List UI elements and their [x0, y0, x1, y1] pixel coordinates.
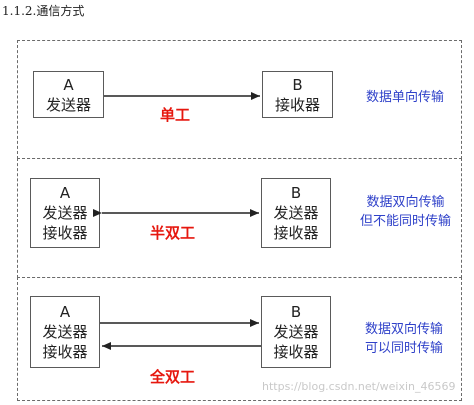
device-b-label: B [290, 184, 302, 202]
device-a-label: A [59, 184, 71, 202]
device-a-label: A [63, 75, 74, 94]
half-duplex-device-a: A 发送器 接收器 [30, 178, 100, 248]
simplex-device-a: A 发送器 [33, 71, 104, 118]
section-heading: 1.1.2.通信方式 [2, 4, 85, 18]
half-duplex-description: 数据双向传输 但不能同时传输 [360, 195, 452, 229]
receiver-label: 接收器 [42, 343, 88, 361]
device-a-label: A [59, 303, 71, 321]
simplex-device-b: B 接收器 [262, 71, 333, 118]
full-duplex-description: 数据双向传输 可以同时传输 [365, 322, 444, 356]
half-duplex-mode-label: 半双工 [150, 224, 196, 242]
simplex-description: 数据单向传输 [366, 90, 445, 105]
half-duplex-device-b: B 发送器 接收器 [261, 178, 331, 248]
receiver-label: 接收器 [273, 224, 319, 242]
full-duplex-device-a: A 发送器 接收器 [30, 296, 100, 368]
simplex-mode-label: 单工 [160, 106, 191, 124]
full-duplex-device-b: B 发送器 接收器 [261, 296, 331, 368]
receiver-label: 接收器 [274, 95, 320, 114]
sender-label: 发送器 [273, 204, 319, 222]
sender-label: 发送器 [42, 323, 88, 341]
device-b-label: B [292, 75, 303, 94]
sender-label: 发送器 [45, 95, 91, 114]
receiver-label: 接收器 [42, 224, 88, 242]
device-b-label: B [290, 303, 302, 321]
watermark: https://blog.csdn.net/weixin_46569 [262, 380, 456, 393]
sender-label: 发送器 [42, 204, 88, 222]
full-duplex-frame [17, 277, 462, 401]
receiver-label: 接收器 [273, 343, 319, 361]
full-duplex-mode-label: 全双工 [150, 368, 196, 386]
sender-label: 发送器 [273, 323, 319, 341]
